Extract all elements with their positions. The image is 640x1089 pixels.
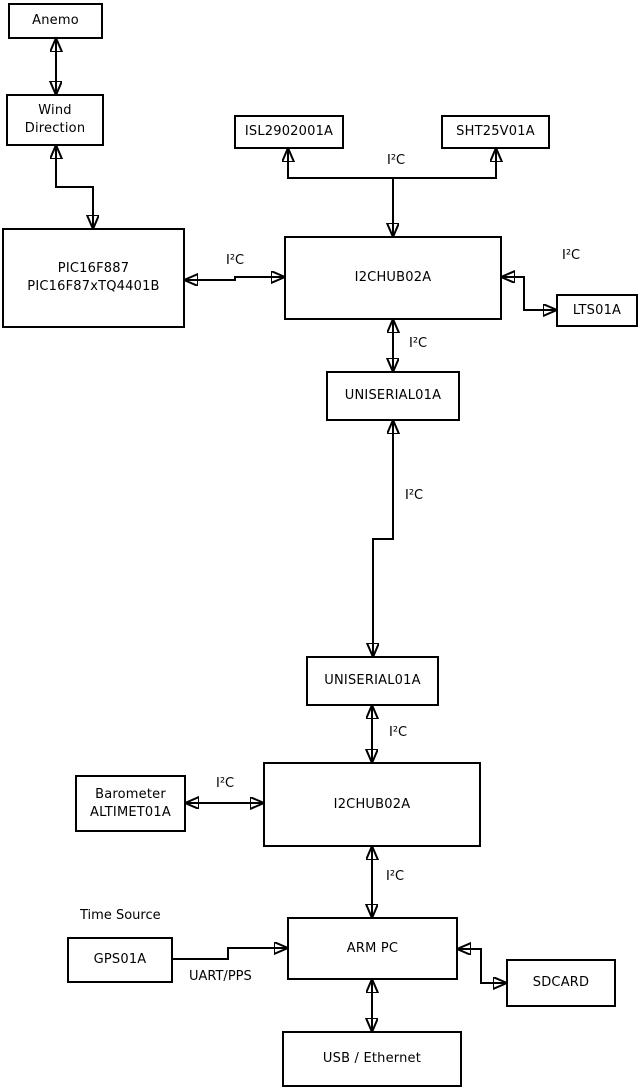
node-sdcard-label: SDCARD [532,975,590,990]
node-sht25v01a: SHT25V01A [441,115,550,149]
edge-uniserial1-uniserial2 [373,421,393,656]
node-anemo-label: Anemo [32,13,79,28]
node-uniserial01a-upper: UNISERIAL01A [326,371,460,421]
label-i2c-pic-hub1: I²C [226,253,245,268]
edge-gps-armpc [173,948,287,960]
node-isl2902001a-label: ISL2902001A [244,124,334,139]
node-pic16f887: PIC16F887 PIC16F87xTQ4401B [2,228,185,328]
label-i2c-hub1-sensors: I²C [387,153,406,168]
edge-pic-hub1 [185,277,284,280]
node-pic16f887-label: PIC16F887 PIC16F87xTQ4401B [27,261,160,294]
edge-hub1-lts [502,277,556,310]
node-arm-pc-label: ARM PC [346,940,399,956]
node-i2chub02a-upper: I2CHUB02A [284,236,502,320]
node-usb-ethernet: USB / Ethernet [282,1031,462,1087]
node-uniserial01a-lower-label: UNISERIAL01A [324,673,421,688]
node-isl2902001a: ISL2902001A [234,115,344,149]
node-i2chub02a-lower-label: I2CHUB02A [333,796,411,812]
node-i2chub02a-lower: I2CHUB02A [263,762,481,847]
label-i2c-uniserial2-hub2: I²C [389,725,408,740]
label-uart-pps: UART/PPS [189,969,252,984]
node-i2chub02a-upper-label: I2CHUB02A [354,270,432,285]
node-lts01a: LTS01A [556,294,638,327]
edge-armpc-sdcard [458,949,506,983]
node-arm-pc: ARM PC [287,917,458,980]
label-i2c-uniserial-link: I²C [405,488,424,503]
node-uniserial01a-upper-label: UNISERIAL01A [344,388,442,403]
node-anemo: Anemo [8,3,103,39]
label-i2c-hub1-uniserial1: I²C [409,336,428,351]
node-gps01a: GPS01A [67,937,173,983]
node-sht25v01a-label: SHT25V01A [456,124,535,139]
node-gps01a-label: GPS01A [93,952,147,967]
label-i2c-hub1-lts: I²C [562,248,581,263]
node-sdcard: SDCARD [506,959,616,1007]
label-time-source: Time Source [80,908,161,923]
node-wind-direction: Wind Direction [6,94,104,146]
label-i2c-hub2-armpc: I²C [386,869,405,884]
node-barometer-altimet01a: Barometer ALTIMET01A [75,775,186,832]
node-wind-direction-label: Wind Direction [24,103,86,136]
label-i2c-barometer-hub2: I²C [216,776,235,791]
node-usb-ethernet-label: USB / Ethernet [322,1051,422,1066]
node-barometer-altimet01a-label: Barometer ALTIMET01A [90,786,171,820]
node-lts01a-label: LTS01A [572,302,622,318]
node-uniserial01a-lower: UNISERIAL01A [306,656,439,706]
edge-wind-pic [56,146,93,228]
